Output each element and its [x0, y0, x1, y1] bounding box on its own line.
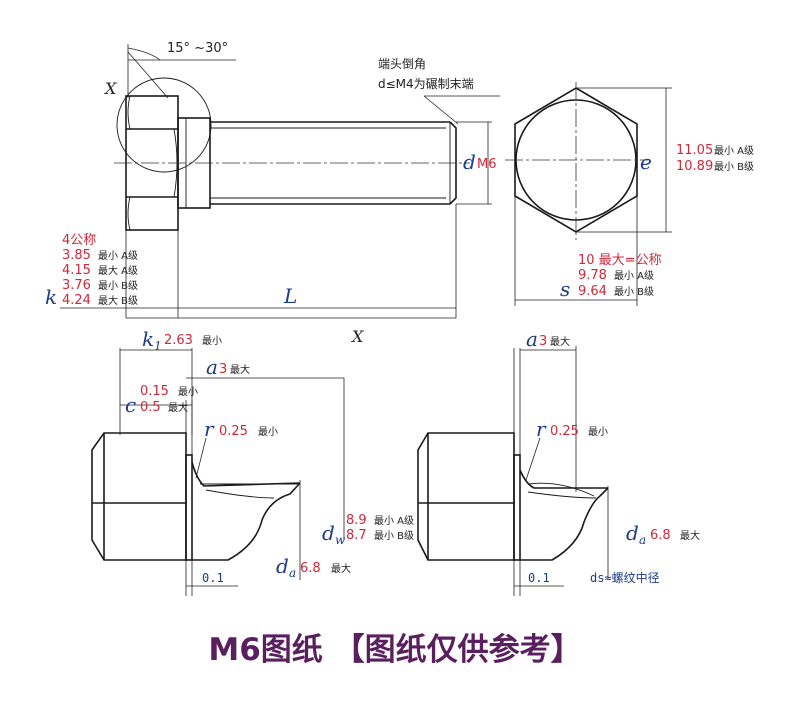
s-row-grade: 最小 A级: [614, 270, 654, 282]
da-value: 6.8: [300, 561, 321, 576]
gap-value: 0.1: [528, 571, 550, 585]
x-symbol: X: [350, 327, 364, 346]
s-nominal: 10 最大=公称: [578, 253, 662, 268]
l-symbol: L: [283, 284, 297, 308]
k-row-value: 3.76: [62, 278, 91, 293]
s-symbol: s: [560, 277, 570, 301]
k-nominal: 4公称: [62, 233, 96, 248]
a-symbol: a: [526, 327, 538, 351]
k-row-value: 3.85: [62, 248, 91, 263]
detail-left: [91, 348, 345, 596]
r-symbol: r: [204, 417, 215, 441]
k1-note: 最小: [202, 335, 222, 347]
page-title: M6图纸 【图纸仅供参考】: [208, 632, 581, 668]
da-symbol: d: [626, 521, 639, 545]
s-row-grade: 最小 B级: [614, 286, 654, 298]
detail-right: [417, 346, 609, 596]
gap-value: 0.1: [202, 571, 224, 585]
dw-b-note: 最小 B级: [374, 530, 414, 542]
r-symbol: r: [536, 417, 547, 441]
da-note: 最大: [331, 562, 351, 575]
k-row-value: 4.15: [62, 263, 91, 278]
dw-subscript: w: [335, 533, 346, 547]
e-b-grade: 最小 B级: [714, 161, 754, 173]
e-b-value: 10.89: [676, 159, 713, 174]
e-a-grade: 最小 A级: [714, 145, 754, 157]
k-row-grade: 最小 A级: [98, 250, 138, 262]
da-subscript: a: [639, 533, 646, 547]
k-values: 3.85 最小 A级 4.15 最大 A级 3.76 最小 B级 4.24 最大…: [62, 248, 138, 308]
dw-a-note: 最小 A级: [374, 515, 414, 527]
note-line-1: 端头倒角: [378, 57, 426, 71]
da-note: 最大: [680, 529, 700, 542]
note-line-2: d≤M4为碾制末端: [378, 77, 474, 91]
c-min-note: 最小: [178, 386, 198, 398]
a-symbol: a: [206, 355, 218, 379]
r-value: 0.25: [550, 424, 579, 439]
dw-a-value: 8.9: [346, 513, 367, 528]
d-value: M6: [477, 157, 497, 172]
dw-symbol: d: [322, 521, 335, 545]
a-note: 最大: [550, 335, 570, 348]
bolt-end-view: [505, 82, 672, 306]
s-row-value: 9.78: [578, 268, 607, 283]
k-row-grade: 最大 A级: [98, 264, 138, 277]
k-row-grade: 最大 B级: [98, 294, 138, 307]
d-symbol: d: [463, 150, 476, 174]
da-subscript: a: [289, 566, 296, 580]
a-value: 3: [219, 362, 227, 377]
c-min-value: 0.15: [140, 384, 169, 399]
c-symbol: c: [125, 393, 136, 417]
bolt-side-view: [60, 44, 500, 319]
e-a-value: 11.05: [676, 143, 713, 158]
r-note: 最小: [258, 426, 278, 438]
k1-value: 2.63: [164, 333, 193, 348]
angle-label: 15° ~30°: [167, 41, 228, 56]
r-value: 0.25: [219, 424, 248, 439]
k1-subscript: 1: [154, 339, 162, 353]
dw-b-value: 8.7: [346, 528, 367, 543]
e-symbol: e: [640, 150, 652, 174]
s-row-value: 9.64: [578, 284, 607, 299]
c-max-note: 最大: [168, 401, 188, 414]
k-symbol: k: [45, 285, 57, 309]
r-note: 最小: [588, 426, 608, 438]
a-note: 最大: [230, 363, 250, 376]
a-value: 3: [539, 334, 547, 349]
detail-marker: X: [103, 79, 117, 98]
k1-symbol: k: [142, 327, 154, 351]
da-value: 6.8: [650, 528, 671, 543]
da-symbol: d: [276, 554, 289, 578]
k-row-grade: 最小 B级: [98, 280, 138, 292]
k-row-value: 4.24: [62, 293, 91, 308]
ds-note: ds≈螺纹中径: [590, 570, 660, 585]
c-max-value: 0.5: [140, 400, 161, 415]
